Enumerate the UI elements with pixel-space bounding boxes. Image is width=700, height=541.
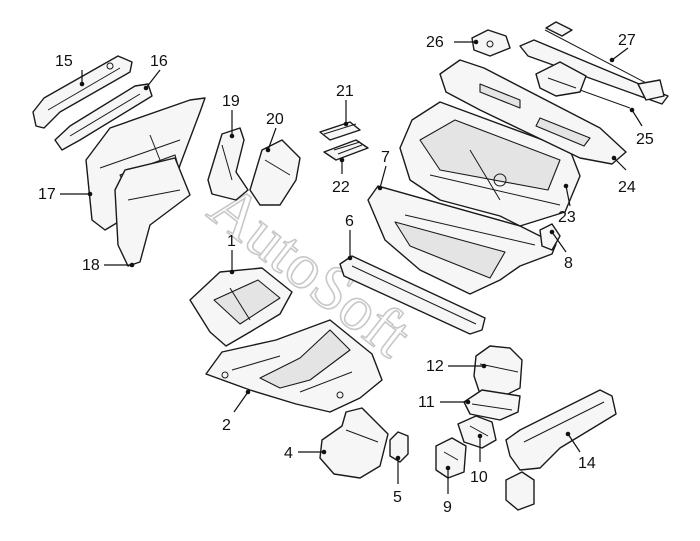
callout-7: 7: [381, 149, 390, 166]
part-22-grille-pad[interactable]: [323, 139, 369, 161]
callout-6: 6: [345, 213, 354, 230]
callout-24: 24: [618, 179, 636, 196]
part-11-battery-tray[interactable]: [463, 389, 521, 421]
callout-5: 5: [393, 489, 402, 506]
part-4-reservoir[interactable]: [319, 407, 389, 479]
callout-8: 8: [564, 255, 573, 272]
part-27-wiper-linkage[interactable]: [519, 21, 669, 105]
callout-16: 16: [150, 53, 168, 70]
part-19-pillar-bracket[interactable]: [207, 127, 249, 201]
part-14-side-rail[interactable]: [505, 389, 617, 511]
callout-12: 12: [426, 358, 444, 375]
part-15-left-strip[interactable]: [32, 55, 133, 129]
callout-19: 19: [222, 93, 240, 110]
callout-27: 27: [618, 32, 636, 49]
callout-9: 9: [443, 499, 452, 516]
callout-10: 10: [470, 469, 488, 486]
callout-23: 23: [558, 209, 576, 226]
part-16-upper-strip[interactable]: [54, 83, 153, 151]
part-9-clip[interactable]: [435, 437, 467, 479]
callout-25: 25: [636, 131, 654, 148]
part-2-floor-pan[interactable]: [205, 319, 383, 413]
part-1-floor-tray[interactable]: [189, 267, 293, 347]
part-10-bracket[interactable]: [457, 415, 497, 449]
part-26-bracket[interactable]: [471, 29, 511, 57]
callout-20: 20: [266, 111, 284, 128]
part-20-bracket[interactable]: [249, 139, 301, 206]
callout-26: 26: [426, 34, 444, 51]
part-6-cross-brace[interactable]: [339, 255, 486, 335]
part-8-edge-clip[interactable]: [539, 223, 561, 251]
callout-18: 18: [82, 257, 100, 274]
part-12-battery[interactable]: [473, 345, 523, 399]
callout-11: 11: [418, 394, 435, 411]
callout-17: 17: [38, 186, 56, 203]
part-25-wiper-motor[interactable]: [535, 61, 631, 109]
callout-22: 22: [332, 179, 350, 196]
callout-15: 15: [55, 53, 73, 70]
callout-21: 21: [336, 83, 354, 100]
part-21-pad[interactable]: [319, 121, 361, 141]
part-24-cowl-panel[interactable]: [439, 59, 627, 165]
callout-2: 2: [222, 417, 231, 434]
part-23-firewall-panel[interactable]: [399, 101, 581, 227]
callout-14: 14: [578, 455, 596, 472]
callout-1: 1: [227, 233, 236, 250]
part-5-sensor[interactable]: [389, 431, 409, 463]
part-7-bulkhead[interactable]: [367, 185, 557, 295]
callout-4: 4: [284, 445, 293, 462]
part-18-lower-panel[interactable]: [114, 157, 191, 267]
